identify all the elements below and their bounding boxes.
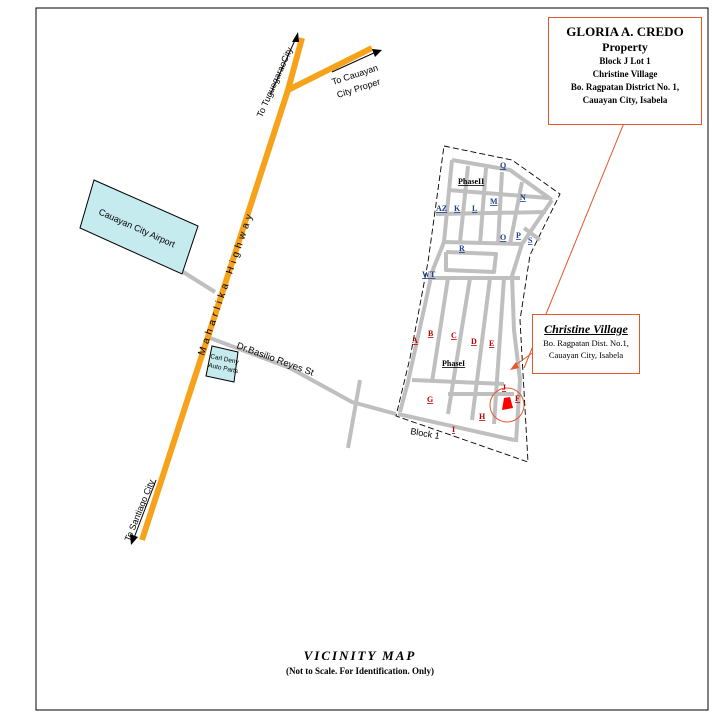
map-title: VICINITY MAP	[303, 648, 417, 663]
arrow-cauayan	[331, 51, 377, 73]
block-G: G	[427, 395, 433, 404]
block-AZ: AZ	[436, 204, 447, 213]
block-A: A	[412, 336, 418, 345]
block-P: P	[516, 231, 521, 240]
block-B: B	[428, 329, 434, 338]
arrow-head-santiago	[130, 534, 138, 545]
village-title: Christine Village	[544, 322, 628, 336]
block-labels: A B C D E J F G H I AZ K L M N O P Q R S…	[412, 161, 533, 434]
arrow-head-cauayan	[372, 49, 382, 57]
owner-city: Cauayan City, Isabela	[582, 95, 668, 105]
phase1-label: PhaseI	[442, 359, 465, 368]
village-line-2: Cauayan City, Isabela	[548, 350, 624, 360]
owner-name: GLORIA A. CREDO	[566, 24, 684, 39]
block-K: K	[454, 204, 461, 213]
cross-road	[346, 379, 362, 449]
airport-area	[79, 179, 199, 275]
map-footer: VICINITY MAP (Not to Scale. For Identifi…	[0, 648, 720, 676]
block-D: D	[471, 337, 477, 346]
airport-road	[178, 268, 217, 294]
owner-district: Bo. Ragpatan District No. 1,	[570, 82, 680, 92]
block-M: M	[490, 197, 498, 206]
auto-parts-shop	[205, 345, 239, 383]
block-N: N	[520, 193, 526, 202]
block-O: O	[500, 233, 506, 242]
arrow-tuguegarao	[269, 37, 297, 96]
phase2-label: PhaseII	[458, 177, 484, 186]
block-H: H	[479, 412, 486, 421]
map-subtitle: (Not to Scale. For Identification. Only)	[285, 666, 435, 676]
subdivision-boundary	[395, 145, 561, 463]
village-line-1: Bo. Ragpatan Dist. No.1,	[543, 338, 629, 348]
block-C: C	[451, 331, 457, 340]
block-I: I	[452, 425, 455, 434]
village-callout: Christine Village Bo. Ragpatan Dist. No.…	[532, 314, 640, 374]
block-WT: WT	[422, 270, 436, 279]
basilio-reyes-street	[209, 336, 397, 416]
block-R: R	[459, 244, 465, 253]
property-highlight-circle	[489, 387, 525, 423]
owner-lot: Block J Lot 1	[599, 56, 651, 66]
block-E: E	[489, 339, 494, 348]
village-pointer-head	[510, 362, 519, 370]
subdivision-roads	[397, 158, 554, 443]
cauayan-branch	[286, 45, 374, 93]
block-S: S	[528, 236, 533, 245]
owner-village: Christine Village	[592, 69, 658, 79]
arrow-santiago	[133, 479, 157, 539]
owner-property-callout: GLORIA A. CREDO Property Block J Lot 1 C…	[548, 17, 702, 125]
block-J: J	[502, 383, 506, 392]
block-L: L	[472, 204, 477, 213]
block-F: F	[515, 394, 520, 403]
block-Q: Q	[500, 161, 506, 170]
owner-property-type: Property	[602, 40, 648, 54]
property-lot	[502, 397, 513, 410]
arrow-head-tuguegarao	[292, 32, 299, 42]
